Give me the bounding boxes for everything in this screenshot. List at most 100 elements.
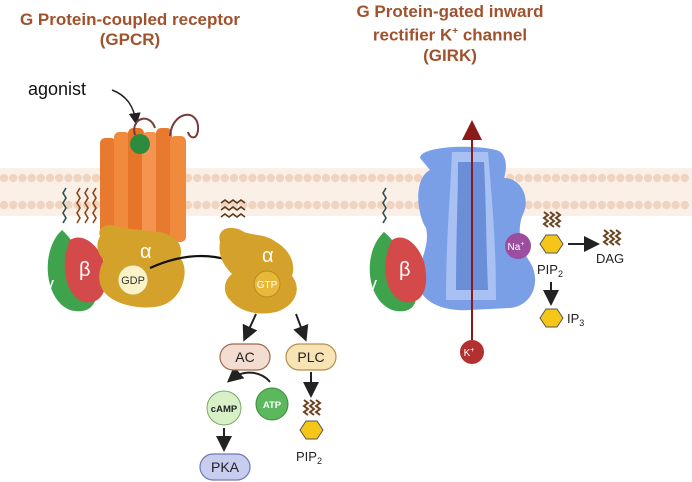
lipid-head: [45, 173, 55, 183]
g-alpha-active: α GTP: [219, 227, 297, 314]
girk-title-line2-a: rectifier K: [372, 25, 453, 45]
lipid-head: [616, 200, 625, 210]
lipid-head: [229, 173, 239, 183]
ac-label: AC: [235, 349, 254, 365]
gpcr-receptor: [100, 113, 200, 246]
lipid-head: [340, 173, 349, 183]
girk-title-line3: (GIRK): [423, 45, 477, 65]
lipid-head: [64, 173, 73, 183]
effector-arrows: [216, 313, 319, 452]
lipid-head: [18, 173, 27, 183]
lipid-head: [211, 200, 220, 210]
lipid-head: [551, 200, 561, 210]
lipid-head: [607, 173, 616, 183]
plc-label: PLC: [297, 349, 324, 365]
lipid-head: [395, 173, 404, 183]
lipid-head: [275, 200, 285, 210]
beta-label: β: [79, 259, 91, 281]
ip3-label: IP3: [567, 311, 584, 328]
lipid-head: [0, 173, 9, 183]
lipid-head: [358, 173, 367, 183]
lipid-head: [239, 173, 248, 183]
lipid-head: [193, 200, 202, 210]
g-alpha-subunit: [97, 225, 185, 308]
lipid-head: [331, 200, 340, 210]
pip2-left: PIP2: [296, 399, 324, 466]
ac-enzyme: [219, 343, 271, 371]
lipid-head: [625, 173, 634, 183]
lipid-head: [653, 200, 662, 210]
lipid-head: [643, 173, 653, 183]
agonist-label: agonist: [28, 79, 86, 99]
lipid-head: [36, 173, 45, 183]
lipid-head: [275, 173, 285, 183]
gamma-label: γ: [45, 274, 54, 294]
lipid-head: [248, 200, 257, 210]
lipid-head: [579, 173, 588, 183]
lipid-head: [533, 200, 542, 210]
lipid-head: [73, 173, 82, 183]
lipid-head: [533, 173, 542, 183]
lipid-head: [0, 200, 9, 210]
dag-molecule: DAG: [596, 229, 624, 266]
pip2-right-label: PIP2: [537, 262, 563, 279]
lipid-head: [202, 173, 211, 183]
lipid-head: [220, 200, 229, 210]
lipid-head: [18, 200, 27, 210]
lipid-head: [55, 173, 64, 183]
lipid-head: [202, 200, 211, 210]
lipid-head: [653, 173, 662, 183]
lipid-head: [616, 173, 625, 183]
lipid-head: [36, 200, 45, 210]
lipid-head: [570, 173, 579, 183]
g-beta-subunit-right: [385, 237, 427, 303]
lipid-head: [367, 200, 377, 210]
lipid-head: [561, 173, 570, 183]
lipid-head: [377, 173, 386, 183]
lipid-head: [597, 200, 607, 210]
lipid-head: [542, 173, 551, 183]
lipid-head: [321, 173, 331, 183]
na-ion-label: Na+: [508, 241, 525, 253]
lipid-head: [45, 200, 55, 210]
lipid-head: [680, 173, 689, 183]
lipid-head: [27, 200, 36, 210]
g-protein-beta-gamma-right: γ β: [368, 232, 427, 312]
lipid-head: [597, 173, 607, 183]
lipid-head: [303, 173, 312, 183]
lipid-head: [662, 173, 671, 183]
lipid-head: [358, 200, 367, 210]
beta-label-right: β: [399, 259, 411, 281]
lipid-head: [588, 200, 597, 210]
g-protein-trimer: γ β α GDP: [45, 225, 185, 312]
lipid-head: [285, 200, 294, 210]
lipid-head: [515, 173, 524, 183]
agonist-arrow: [111, 89, 141, 125]
pip2-right: PIP2: [537, 211, 564, 279]
k-ion-label: K+: [464, 347, 475, 359]
girk-title-line2: rectifier K+ channel: [330, 22, 570, 46]
gpcr-title-line1: G Protein-coupled receptor: [19, 10, 241, 29]
girk-title-k-sup: +: [452, 26, 459, 37]
lipid-head: [266, 173, 275, 183]
camp-label: cAMP: [211, 404, 238, 415]
lipid-head: [27, 173, 36, 183]
lipid-head: [671, 200, 680, 210]
girk-title-line2-b: channel: [458, 25, 528, 45]
pka-label: PKA: [211, 459, 240, 475]
lipid-head: [607, 200, 616, 210]
lipid-head: [662, 200, 671, 210]
lipid-head: [211, 173, 220, 183]
atp-label: ATP: [263, 400, 282, 411]
girk-title: G Protein-gated inward rectifier K+ chan…: [330, 2, 570, 66]
pka-enzyme: [199, 453, 251, 481]
lipid-head: [248, 173, 257, 183]
lipid-head: [312, 173, 321, 183]
lipid-anchors: [62, 187, 387, 224]
lipid-head: [349, 173, 358, 183]
lipid-head: [220, 173, 229, 183]
alpha-label-inactive: α: [140, 241, 152, 263]
lipid-head: [257, 200, 266, 210]
lipid-head: [266, 200, 275, 210]
